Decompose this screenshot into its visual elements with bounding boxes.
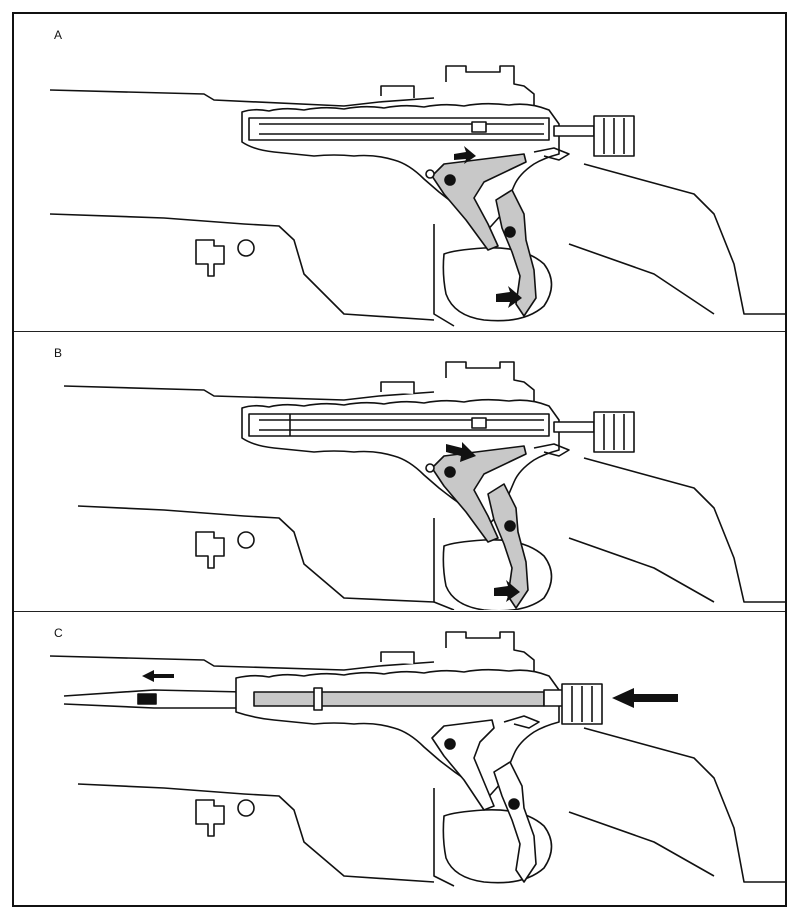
panel-b: B bbox=[14, 332, 785, 610]
stock-top-line bbox=[63, 385, 435, 401]
front-sight bbox=[445, 361, 535, 406]
breech-plug bbox=[543, 689, 565, 707]
swivel-ring bbox=[237, 239, 255, 257]
diagram-frame: A bbox=[12, 12, 787, 907]
arrow-trigger-pull bbox=[496, 286, 522, 308]
breech-plug bbox=[553, 421, 595, 433]
panel-c: C bbox=[14, 612, 785, 907]
sling-swivel bbox=[195, 239, 225, 277]
panel-a-label: A bbox=[54, 28, 63, 42]
sear-pivot bbox=[444, 466, 456, 478]
divider-ab bbox=[14, 331, 785, 332]
bolt-tube bbox=[248, 413, 550, 437]
breech-plug bbox=[553, 125, 595, 137]
catch-spring bbox=[533, 147, 570, 161]
rear-sight bbox=[380, 85, 415, 98]
arrow-trigger-pull bbox=[494, 580, 520, 602]
trigger bbox=[493, 761, 537, 883]
barrel-projection bbox=[63, 689, 245, 697]
panel-a-drawing bbox=[49, 65, 785, 327]
swivel-ring bbox=[237, 799, 255, 817]
panel-c-drawing bbox=[49, 631, 785, 887]
sear-pivot bbox=[444, 174, 456, 186]
barrel-block bbox=[137, 693, 157, 705]
catch-spring bbox=[503, 715, 540, 729]
grip-line bbox=[568, 811, 715, 877]
arrow-sear-push bbox=[454, 146, 476, 164]
trigger bbox=[487, 483, 529, 609]
butt-line bbox=[583, 457, 785, 603]
bolt-handle-slot bbox=[471, 417, 487, 429]
rod-collar bbox=[313, 687, 323, 711]
divider-bc bbox=[14, 611, 785, 612]
piston-rod bbox=[253, 691, 545, 707]
grip-line bbox=[568, 537, 715, 603]
stock-top-line bbox=[49, 655, 435, 671]
catch-spring bbox=[533, 443, 570, 457]
pin bbox=[425, 169, 435, 179]
trigger-pivot bbox=[504, 520, 516, 532]
arrow-sear-push bbox=[446, 442, 476, 462]
stock-lower-line bbox=[77, 505, 435, 603]
pin bbox=[425, 463, 435, 473]
arrow-left bbox=[142, 670, 174, 682]
panel-c-label: C bbox=[54, 626, 63, 640]
bolt-handle-slot bbox=[471, 121, 487, 133]
rear-sight bbox=[380, 381, 415, 394]
panel-b-label: B bbox=[54, 346, 63, 360]
trigger-pivot bbox=[504, 226, 516, 238]
front-sight bbox=[445, 65, 535, 110]
swivel-ring bbox=[237, 531, 255, 549]
arrow-cocking-push bbox=[612, 688, 678, 708]
rear-sight bbox=[380, 651, 415, 664]
trigger-guard bbox=[442, 539, 553, 610]
butt-line bbox=[583, 727, 785, 883]
grip-line bbox=[568, 243, 715, 315]
stock-lower-line bbox=[49, 213, 435, 321]
sear bbox=[431, 445, 527, 543]
sear-pivot bbox=[444, 738, 456, 750]
panel-a: A bbox=[14, 14, 785, 330]
trigger bbox=[495, 189, 537, 317]
stock-top-line bbox=[49, 89, 435, 107]
sling-swivel bbox=[195, 799, 225, 837]
trigger-pivot bbox=[508, 798, 520, 810]
front-sight bbox=[445, 631, 535, 676]
stock-lower-line bbox=[77, 783, 435, 883]
panel-b-drawing bbox=[63, 361, 785, 610]
bolt-tube bbox=[248, 117, 550, 141]
butt-line bbox=[583, 163, 785, 315]
sear bbox=[431, 153, 527, 251]
sling-swivel bbox=[195, 531, 225, 569]
